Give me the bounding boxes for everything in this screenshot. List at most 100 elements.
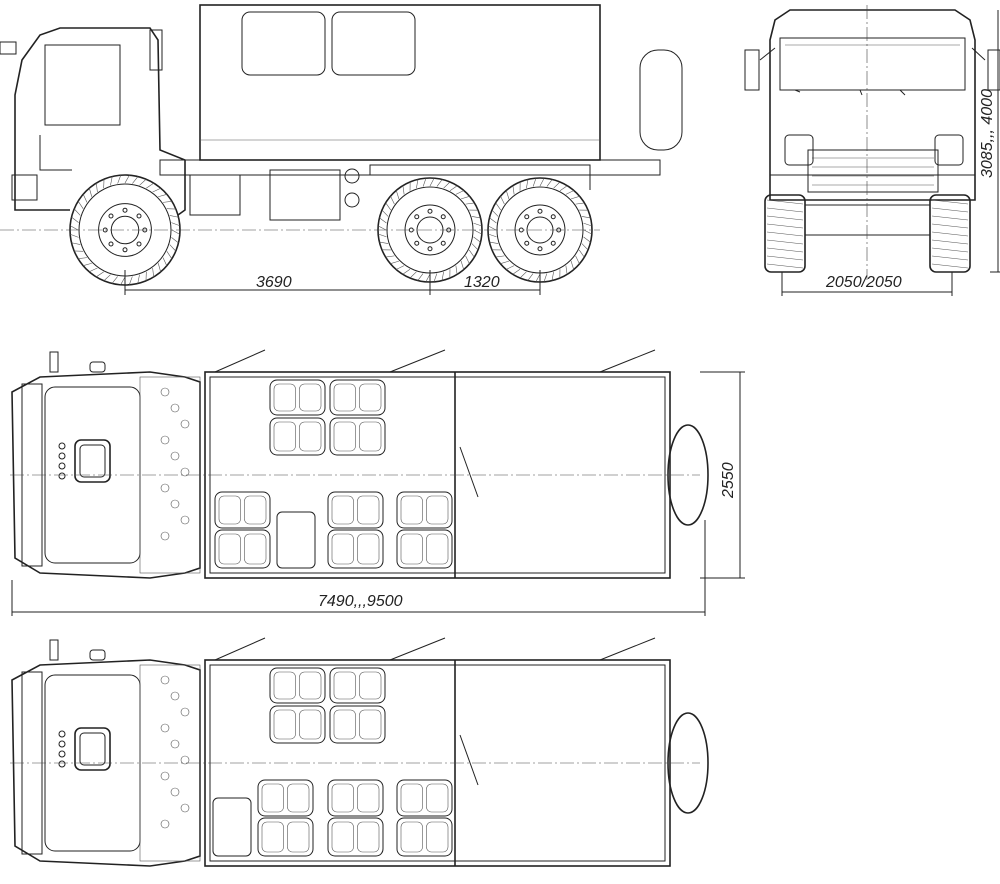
tread: [473, 236, 481, 243]
engine-part: [180, 755, 190, 765]
tread: [70, 225, 79, 231]
wheel-nut: [440, 240, 446, 246]
seat-cushion: [333, 383, 356, 412]
tread: [157, 263, 161, 272]
tread: [433, 273, 438, 282]
tread: [578, 249, 585, 258]
tread: [77, 201, 84, 209]
tread: [171, 222, 180, 227]
tread: [532, 178, 537, 187]
tread: [583, 236, 591, 243]
tread: [546, 179, 553, 187]
bumper: [769, 174, 976, 201]
wipers: [794, 89, 906, 96]
tread: [461, 195, 470, 200]
tread: [162, 201, 172, 203]
seat: [327, 529, 384, 569]
tread: [385, 202, 392, 211]
seat: [214, 529, 271, 569]
roof-light: [58, 760, 66, 768]
plan-view-layout-2: [10, 637, 709, 867]
tread: [390, 196, 395, 205]
tread: [488, 233, 497, 238]
open-roof-hatch: [214, 349, 656, 373]
open-roof-hatch: [214, 637, 656, 661]
tread: [931, 255, 969, 261]
tread: [495, 202, 502, 211]
tread: [931, 247, 969, 253]
tread: [395, 190, 400, 199]
dim-length: 7490,,,9500: [318, 593, 403, 610]
seat-cushion: [359, 709, 382, 740]
air-tank: [344, 168, 360, 184]
tread: [473, 222, 482, 227]
tank: [189, 174, 241, 216]
spare-wheel: [667, 712, 709, 814]
seat: [396, 779, 453, 817]
wheel-nut: [414, 214, 420, 220]
tread: [551, 271, 554, 281]
wheel-nut: [122, 247, 128, 253]
tread: [146, 182, 154, 189]
tread: [575, 255, 580, 264]
seat: [396, 491, 453, 529]
tread: [416, 179, 419, 189]
tread: [402, 185, 405, 195]
plan-view-layout-1: [10, 349, 709, 579]
axle: [804, 204, 931, 236]
side-view: [0, 4, 683, 286]
engine-part: [160, 387, 170, 397]
tire-left: [764, 194, 806, 273]
headlight-right: [934, 134, 964, 166]
seat-cushion: [333, 709, 356, 740]
air-tank: [344, 192, 360, 208]
cabinet: [212, 797, 252, 857]
seat-cushion: [273, 383, 296, 412]
engine-part: [180, 515, 190, 525]
wheel-nut: [427, 246, 433, 252]
engine-part: [160, 531, 170, 541]
body-window-1: [241, 11, 326, 76]
tread: [931, 231, 969, 237]
wheel-nut: [122, 207, 128, 213]
seat-cushion: [400, 783, 423, 813]
tread: [500, 196, 505, 205]
tread: [71, 216, 79, 223]
tread: [82, 194, 88, 203]
tread: [527, 273, 534, 281]
tread: [455, 190, 464, 195]
tread: [571, 195, 580, 200]
tread: [117, 175, 122, 184]
tread: [505, 190, 510, 199]
engine-part: [170, 787, 180, 797]
roof-light: [58, 442, 66, 450]
tread: [120, 276, 126, 285]
engine-part: [160, 819, 170, 829]
tread: [519, 271, 527, 279]
seat-cushion: [333, 421, 356, 452]
tread: [565, 190, 574, 195]
tread: [931, 223, 969, 229]
windscreen: [779, 37, 966, 91]
bumper: [11, 174, 38, 201]
seat: [327, 779, 384, 817]
seat: [327, 491, 384, 529]
roof-light: [58, 452, 66, 460]
tread: [766, 231, 804, 237]
seat-cushion: [357, 495, 380, 525]
tread: [103, 274, 111, 282]
wheel-nut: [537, 208, 543, 214]
tread: [931, 263, 969, 269]
seat-cushion: [331, 821, 354, 853]
seat-cushion: [299, 383, 322, 412]
engine-part: [160, 771, 170, 781]
fuel-tank: [269, 169, 341, 221]
tread: [162, 257, 168, 266]
tread: [570, 261, 575, 270]
tread: [402, 268, 411, 275]
tread: [417, 273, 424, 281]
tread: [766, 207, 804, 213]
tread: [526, 179, 529, 189]
